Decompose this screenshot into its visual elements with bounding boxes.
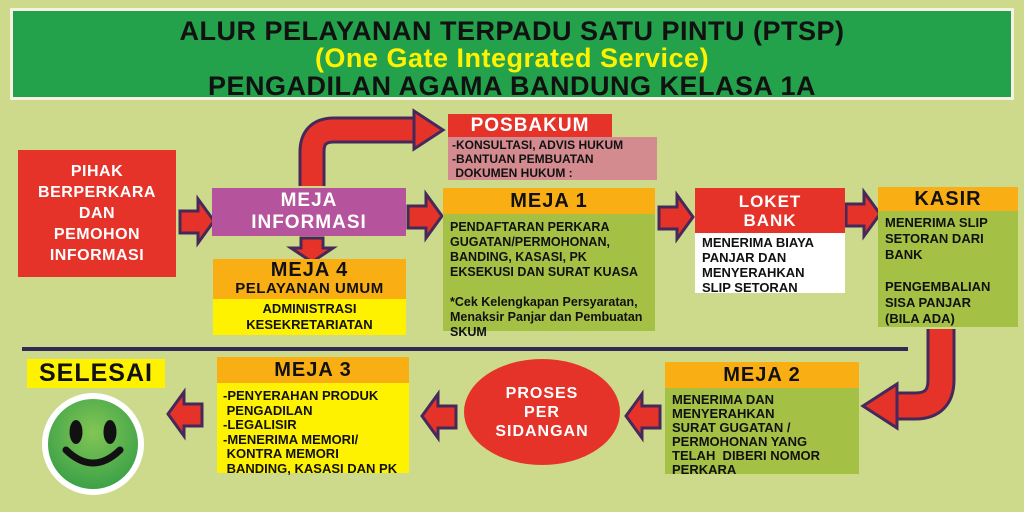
meja4-header: MEJA 4 PELAYANAN UMUM [213,259,406,299]
arrow-curved-informasi-to-posbakum-icon [298,108,446,186]
arrow-right-loket-to-kasir-icon [844,187,882,241]
proses-persidangan-label: PROSES PER SIDANGAN [495,384,589,440]
meja3-body-text: -PENYERAHAN PRODUK PENGADILAN -LEGALISIR… [223,388,398,476]
posbakum-body-text: -KONSULTASI, ADVIS HUKUM -BANTUAN PEMBUA… [452,138,624,180]
posbakum-title: POSBAKUM [470,115,590,136]
meja4-body-text: ADMINISTRASI KESEKRETARIATAN [246,301,373,332]
arrow-right-meja1-to-loket-icon [657,190,695,244]
meja3-title: MEJA 3 [274,359,352,381]
section-divider-line [22,347,908,351]
loket-bank-title: LOKET BANK [738,191,802,230]
title-line-3: PENGADILAN AGAMA BANDUNG KELASA 1A [207,71,816,101]
title-line-2: (One Gate Integrated Service) [314,43,710,73]
meja-informasi-label: MEJA INFORMASI [251,190,367,233]
posbakum-body: -KONSULTASI, ADVIS HUKUM -BANTUAN PEMBUA… [448,137,657,180]
kasir-title: KASIR [914,188,982,210]
kasir-body: MENERIMA SLIP SETORAN DARI BANK PENGEMBA… [878,211,1018,327]
arrow-left-meja2-to-proses-icon [624,389,662,443]
meja2-header: MEJA 2 [665,362,859,388]
arrow-curved-kasir-to-meja2-icon [860,329,956,431]
meja2-body: MENERIMA DAN MENYERAHKAN SURAT GUGATAN /… [665,388,859,477]
meja3-body: -PENYERAHAN PRODUK PENGADILAN -LEGALISIR… [217,383,409,476]
arrow-right-informasi-to-meja1-icon [406,189,444,243]
meja-informasi-box: MEJA INFORMASI [212,188,406,236]
meja3-header: MEJA 3 [217,357,409,383]
loket-bank-body-text: MENERIMA BIAYA PANJAR DAN MENYERAHKAN SL… [702,235,814,295]
meja1-body-text: PENDAFTARAN PERKARA GUGATAN/PERMOHONAN, … [450,220,643,339]
meja2-title: MEJA 2 [723,364,801,386]
meja2-body-text: MENERIMA DAN MENYERAHKAN SURAT GUGATAN /… [672,392,821,477]
selesai-box: SELESAI [27,359,165,388]
meja1-header: MEJA 1 [443,188,655,214]
kasir-body-text: MENERIMA SLIP SETORAN DARI BANK PENGEMBA… [885,215,991,326]
meja1-body: PENDAFTARAN PERKARA GUGATAN/PERMOHONAN, … [443,214,655,339]
pihak-berperkara-label: PIHAK BERPERKARA DAN PEMOHON INFORMASI [38,163,156,264]
proses-persidangan-ellipse: PROSES PER SIDANGAN [464,359,620,465]
arrow-left-proses-to-meja3-icon [420,389,458,443]
arrow-left-meja3-to-selesai-icon [166,387,204,441]
posbakum-header: POSBAKUM [448,114,612,137]
meja4-body: ADMINISTRASI KESEKRETARIATAN [213,299,406,335]
pihak-berperkara-box: PIHAK BERPERKARA DAN PEMOHON INFORMASI [18,150,176,277]
title-line-1: ALUR PELAYANAN TERPADU SATU PINTU (PTSP) [179,16,845,46]
arrow-right-pihak-to-informasi-icon [178,194,216,248]
kasir-header: KASIR [878,187,1018,211]
selesai-label: SELESAI [39,359,153,387]
meja4-subtitle: PELAYANAN UMUM [235,280,384,297]
meja4-title: MEJA 4 [270,259,349,281]
loket-bank-body: MENERIMA BIAYA PANJAR DAN MENYERAHKAN SL… [695,233,845,295]
meja1-title: MEJA 1 [510,190,588,212]
smiley-face-icon [42,393,144,495]
loket-bank-header: LOKET BANK [695,188,845,233]
title-banner: ALUR PELAYANAN TERPADU SATU PINTU (PTSP)… [10,8,1014,100]
